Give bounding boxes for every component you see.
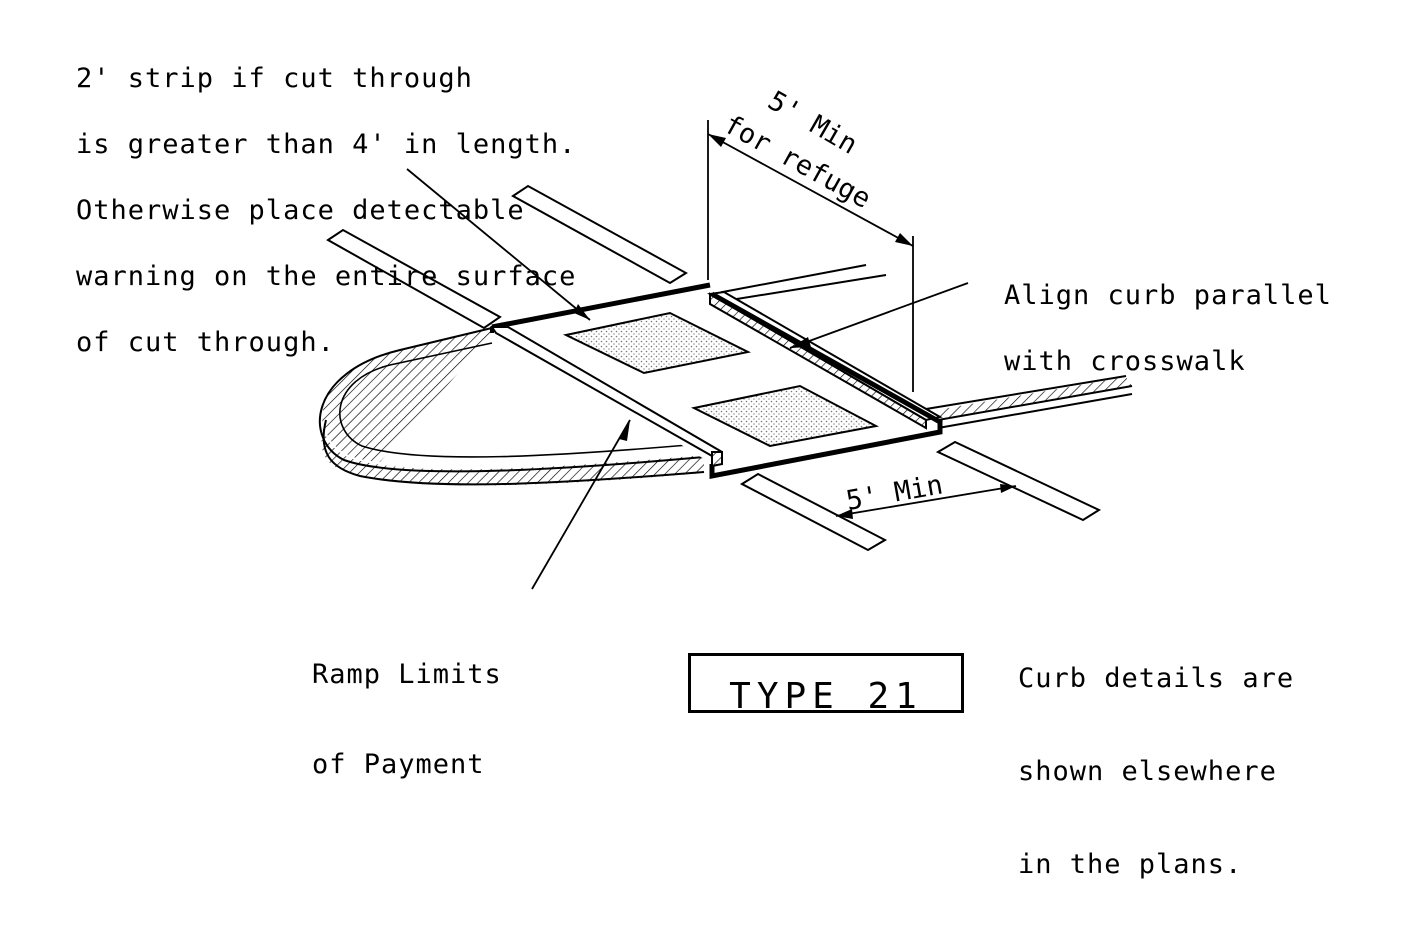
- aligned-curb-face: [709, 292, 927, 430]
- strip-note-line: is greater than 4' in length.: [76, 129, 577, 160]
- crosswalk-dimension-line: [835, 485, 1017, 517]
- crosswalk-arrow-right: [1000, 484, 1016, 493]
- crosswalk-stripe: [326, 228, 502, 330]
- nose-curb-bottom: [322, 419, 705, 486]
- crosswalk-arrow-left: [836, 509, 853, 519]
- align-leader-arrow: [790, 337, 811, 348]
- island-drawing: 5' Min for refuge 5' Min: [318, 85, 1133, 590]
- strip-note-line: Otherwise place detectable: [76, 195, 525, 226]
- refuge-dimension: [707, 120, 914, 392]
- align-leader: [789, 282, 969, 349]
- ramp-note: Ramp Limits of Payment: [312, 600, 502, 840]
- crosswalk-stripes: [326, 184, 1102, 552]
- ramp-limit-outline: [709, 420, 943, 480]
- detectable-warning-upper: [562, 311, 752, 375]
- ramp-leader-arrow: [619, 420, 630, 441]
- nose-curb-outer: [318, 326, 705, 473]
- ramp-note-line: Ramp Limits: [312, 659, 502, 690]
- left-curb-face: [711, 451, 723, 468]
- align-note: Align curb parallel with crosswalk: [1004, 241, 1332, 417]
- ramp-limit-outline: [491, 282, 711, 330]
- crosswalk-stripe: [739, 472, 888, 552]
- crosswalk-stripe: [511, 184, 688, 285]
- strip-leader-arrow: [574, 304, 590, 320]
- curb-note: Curb details are shown elsewhere in the …: [1018, 601, 1294, 942]
- align-note-line: with crosswalk: [1004, 346, 1246, 377]
- crosswalk-stripe: [935, 440, 1102, 522]
- strip-leader: [406, 168, 591, 321]
- far-curb: [711, 264, 887, 304]
- ramp-note-line: of Payment: [312, 749, 485, 780]
- refuge-arrow-left: [708, 134, 726, 147]
- type-title-box: TYPE 21: [688, 653, 964, 717]
- detectable-warning-lower: [690, 384, 880, 448]
- type-title: TYPE 21: [729, 676, 923, 717]
- drawing-canvas: 5' Min for refuge 5' Min 2' strip if cut…: [76, 24, 1332, 880]
- ramp-leader: [531, 419, 631, 590]
- nose-curb-hatch: [321, 327, 704, 486]
- aligned-curb-edge: [710, 291, 942, 425]
- right-curb-hatch: [937, 377, 1132, 420]
- strip-note-line: of cut through.: [76, 327, 335, 358]
- strip-note-line: warning on the entire surface: [76, 261, 577, 292]
- refuge-arrow-right: [895, 233, 913, 246]
- strip-note: 2' strip if cut through is greater than …: [76, 24, 576, 398]
- nose-curb-inner: [339, 342, 701, 458]
- crosswalk-min-label: 5' Min: [844, 469, 945, 516]
- align-note-line: Align curb parallel: [1004, 280, 1332, 311]
- curb-note-line: Curb details are: [1018, 663, 1295, 694]
- strip-note-line: 2' strip if cut through: [76, 63, 473, 94]
- curb-note-line: shown elsewhere: [1018, 756, 1277, 787]
- curb-note-line: in the plans.: [1018, 849, 1243, 880]
- right-curb: [919, 375, 1133, 429]
- leader-lines: [406, 168, 969, 590]
